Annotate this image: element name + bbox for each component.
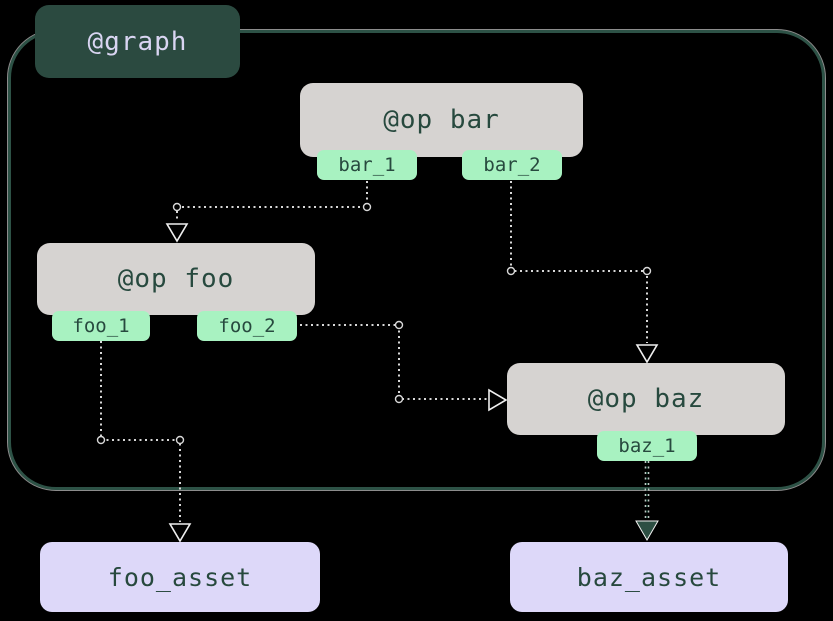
arrowhead-open [168,523,192,543]
asset-node-baz-asset[interactable]: baz_asset [510,542,788,612]
op-node-baz[interactable]: @op baz [507,363,785,435]
graph-label: @graph [87,26,188,57]
op-bar-label: @op bar [383,105,500,135]
op-foo-label: @op foo [117,264,235,294]
op-baz-label: @op baz [587,384,705,414]
output-tag-foo-2[interactable]: foo_2 [197,311,297,341]
op-node-foo[interactable]: @op foo [37,243,315,315]
output-tag-baz-1[interactable]: baz_1 [597,431,697,461]
output-tag-baz-1-label: baz_1 [618,435,676,457]
output-tag-bar-2[interactable]: bar_2 [462,150,562,180]
output-tag-foo-2-label: foo_2 [218,315,276,337]
op-node-bar[interactable]: @op bar [300,83,583,157]
output-tag-bar-2-label: bar_2 [483,154,541,176]
asset-node-foo-asset[interactable]: foo_asset [40,542,320,612]
output-tag-bar-1-label: bar_1 [338,154,396,176]
arrowhead-filled [635,520,659,541]
output-tag-foo-1-label: foo_1 [72,315,130,337]
graph-label-badge[interactable]: @graph [35,5,240,78]
output-tag-foo-1[interactable]: foo_1 [52,311,150,341]
graph-boundary [7,29,826,491]
asset-foo-label: foo_asset [107,562,253,592]
asset-baz-label: baz_asset [576,562,722,592]
output-tag-bar-1[interactable]: bar_1 [317,150,417,180]
